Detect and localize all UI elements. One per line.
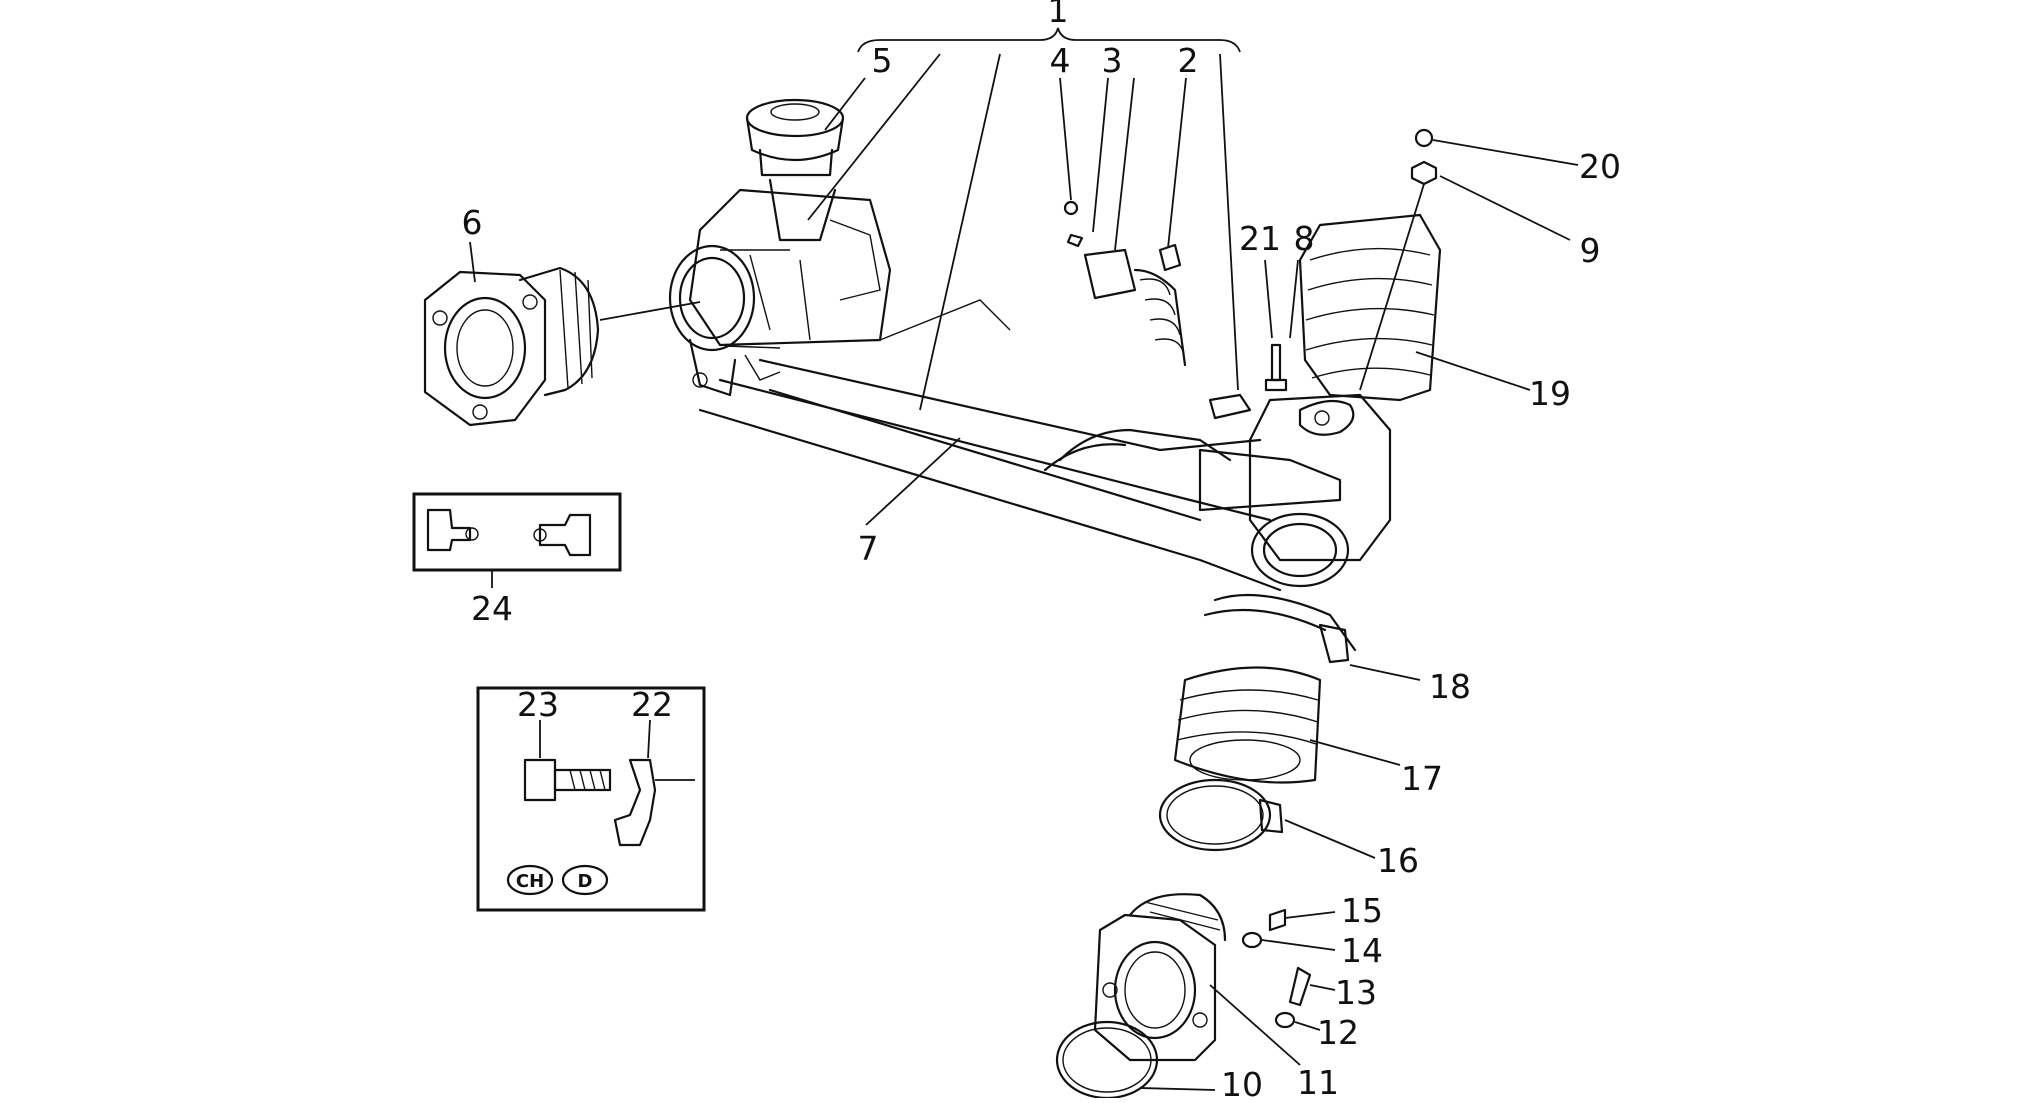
- leader-lines: [469, 77, 961, 526]
- callout-labels: 1 2 3 4 5 6 7 8 9 10 11 12 13 14 15 16 1…: [462, 0, 1622, 1103]
- callout-23: 23: [517, 685, 559, 724]
- inset-box-22-23: [476, 686, 706, 912]
- callout-21: 21: [1239, 219, 1281, 258]
- callout-7: 7: [858, 529, 879, 568]
- badge-d-label: D: [578, 871, 593, 892]
- bellows-upper: [1298, 128, 1579, 402]
- inset-frame-24: [412, 492, 622, 572]
- callout-4: 4: [1050, 41, 1071, 80]
- callout-10: 10: [1221, 1065, 1263, 1098]
- callout-11: 11: [1297, 1063, 1339, 1098]
- callout-20: 20: [1579, 147, 1621, 186]
- callout-17: 17: [1401, 759, 1443, 798]
- badge-d: [561, 864, 609, 896]
- callout-5: 5: [872, 41, 893, 80]
- callout-14: 14: [1341, 931, 1383, 970]
- bottom-flange: [1055, 893, 1336, 1100]
- callout-15: 15: [1341, 891, 1383, 930]
- callout-13: 13: [1335, 973, 1377, 1012]
- callout-3: 3: [1102, 41, 1123, 80]
- callout-19: 19: [1529, 374, 1571, 413]
- callout-18: 18: [1429, 667, 1471, 706]
- callout-6: 6: [462, 203, 483, 242]
- right-outlet: [1208, 259, 1392, 588]
- callout-2: 2: [1178, 41, 1199, 80]
- callout-22: 22: [631, 685, 673, 724]
- lower-hose-stack: [1158, 593, 1421, 859]
- inset-frame-22-23: [476, 686, 706, 912]
- badge-ch-label: CH: [516, 871, 544, 892]
- callout-12: 12: [1317, 1013, 1359, 1052]
- inset-box-24: [412, 492, 622, 588]
- badge-ch: [506, 864, 554, 896]
- callout-9: 9: [1580, 231, 1601, 270]
- assembly-bracket: [807, 27, 1241, 411]
- callout-8: 8: [1294, 219, 1315, 258]
- intake-flange: [423, 266, 701, 427]
- cable-bellows: [1059, 77, 1187, 367]
- frame-tubes: [698, 299, 1342, 592]
- callout-16: 16: [1377, 841, 1419, 880]
- callout-1: 1: [1048, 0, 1069, 30]
- throttle-body: [668, 98, 892, 397]
- callout-24: 24: [471, 589, 513, 628]
